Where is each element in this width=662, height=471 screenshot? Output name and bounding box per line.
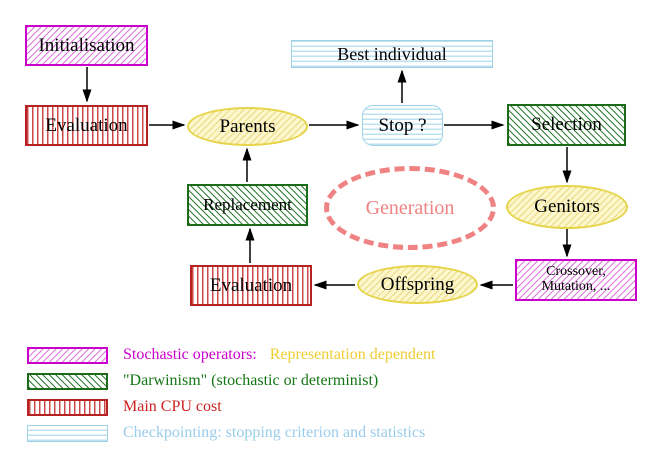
node-initialisation-label: Initialisation <box>38 34 135 56</box>
node-evaluation-top: Evaluation <box>25 105 148 146</box>
legend-swatch-green-hatch <box>27 372 108 390</box>
node-parents: Parents <box>187 107 308 146</box>
legend-darwinism-label: "Darwinism" (stochastic or determinist) <box>123 372 379 389</box>
node-evaluation-bottom-label: Evaluation <box>209 274 293 296</box>
node-offspring: Offspring <box>357 265 478 304</box>
legend-row-darwinism: "Darwinism" (stochastic or determinist) <box>27 372 378 390</box>
legend-checkpointing-label: Checkpointing: stopping criterion and st… <box>123 424 426 441</box>
legend-swatch-magenta-hatch <box>27 346 108 364</box>
node-replacement: Replacement <box>187 184 308 226</box>
legend-stochastic-note: Representation dependent <box>269 346 436 363</box>
legend-row-cpu-cost: Main CPU cost <box>27 398 222 416</box>
node-replacement-label: Replacement <box>203 195 292 215</box>
node-best-individual-label: Best individual <box>337 43 447 64</box>
node-genitors-label: Genitors <box>534 196 600 218</box>
node-stop-label: Stop ? <box>378 114 427 136</box>
generation-loop-ellipse: Generation <box>324 166 496 250</box>
node-best-individual: Best individual <box>291 40 493 68</box>
node-stop: Stop ? <box>362 105 443 146</box>
node-evaluation-bottom: Evaluation <box>190 265 312 306</box>
node-crossover-line2: Mutation, ... <box>541 279 611 294</box>
legend-cpu-label: Main CPU cost <box>123 398 222 415</box>
legend-swatch-red-stripes <box>27 398 108 416</box>
node-selection-label: Selection <box>531 114 602 136</box>
generation-label: Generation <box>365 196 455 219</box>
node-selection: Selection <box>507 104 626 146</box>
legend-text-stochastic: Stochastic operators: Representation dep… <box>123 346 435 364</box>
node-crossover-mutation: Crossover, Mutation, ... <box>515 259 637 301</box>
node-crossover-line1: Crossover, <box>546 264 606 280</box>
node-genitors: Genitors <box>506 185 628 229</box>
legend-row-stochastic: Stochastic operators: Representation dep… <box>27 346 435 364</box>
node-offspring-label: Offspring <box>380 273 455 295</box>
legend-row-checkpointing: Checkpointing: stopping criterion and st… <box>27 424 425 442</box>
legend-stochastic-label: Stochastic operators: <box>123 346 257 363</box>
node-evaluation-top-label: Evaluation <box>45 114 128 136</box>
legend-swatch-cyan-stripes <box>27 424 108 442</box>
node-parents-label: Parents <box>219 115 276 137</box>
node-initialisation: Initialisation <box>25 25 148 66</box>
